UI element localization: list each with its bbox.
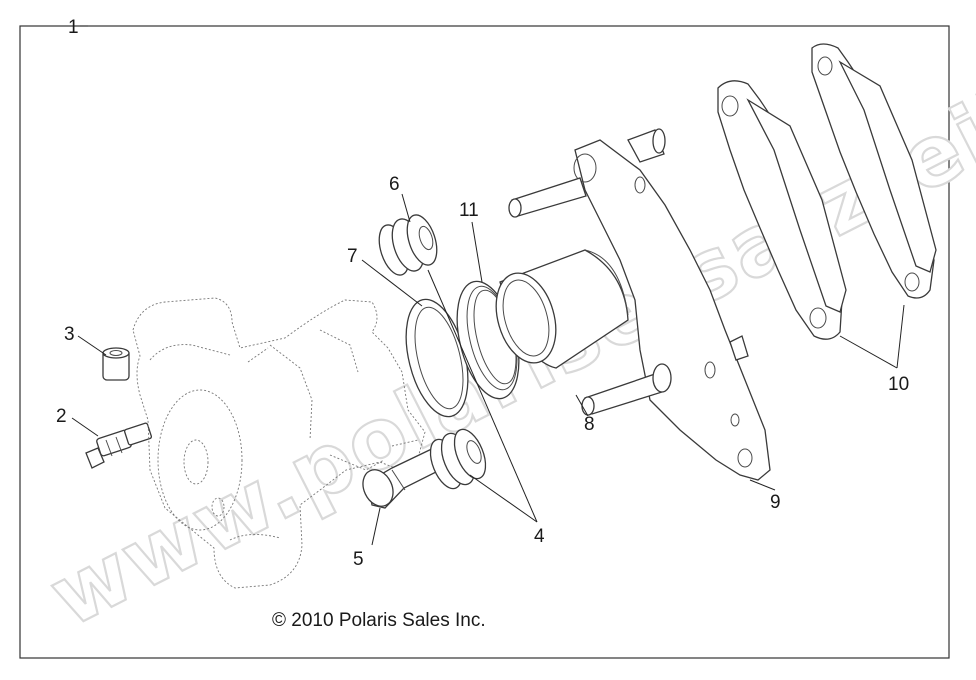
callout-10: 10 (888, 374, 909, 395)
part-2-bleeder-screw (85, 422, 153, 469)
callout-11: 11 (459, 200, 479, 221)
callout-6: 6 (389, 174, 400, 195)
part-9-bracket (508, 128, 771, 481)
callouts: 1 2 3 4 5 6 7 8 9 10 11 (56, 17, 909, 570)
callout-2: 2 (56, 406, 67, 427)
callout-4: 4 (534, 526, 545, 547)
part-10-brake-pad-inner (717, 80, 847, 340)
part-4-lower-boot (429, 428, 487, 490)
part-6-upper-boot (378, 214, 438, 276)
callout-1: 1 (68, 17, 79, 38)
diagram-border (19, 25, 950, 659)
caliper-body (132, 297, 426, 589)
part-10-brake-pad-outer (811, 43, 937, 299)
callout-8: 8 (584, 414, 595, 435)
callout-5: 5 (353, 549, 364, 570)
leader-lines (71, 25, 905, 546)
part-7-seal-ring (405, 298, 469, 418)
callout-7: 7 (347, 246, 358, 267)
part-8-piston (495, 249, 629, 369)
part-3-nut (102, 347, 130, 381)
callout-3: 3 (64, 324, 75, 345)
callout-9: 9 (770, 492, 781, 513)
copyright-notice: © 2010 Polaris Sales Inc. (272, 610, 486, 631)
